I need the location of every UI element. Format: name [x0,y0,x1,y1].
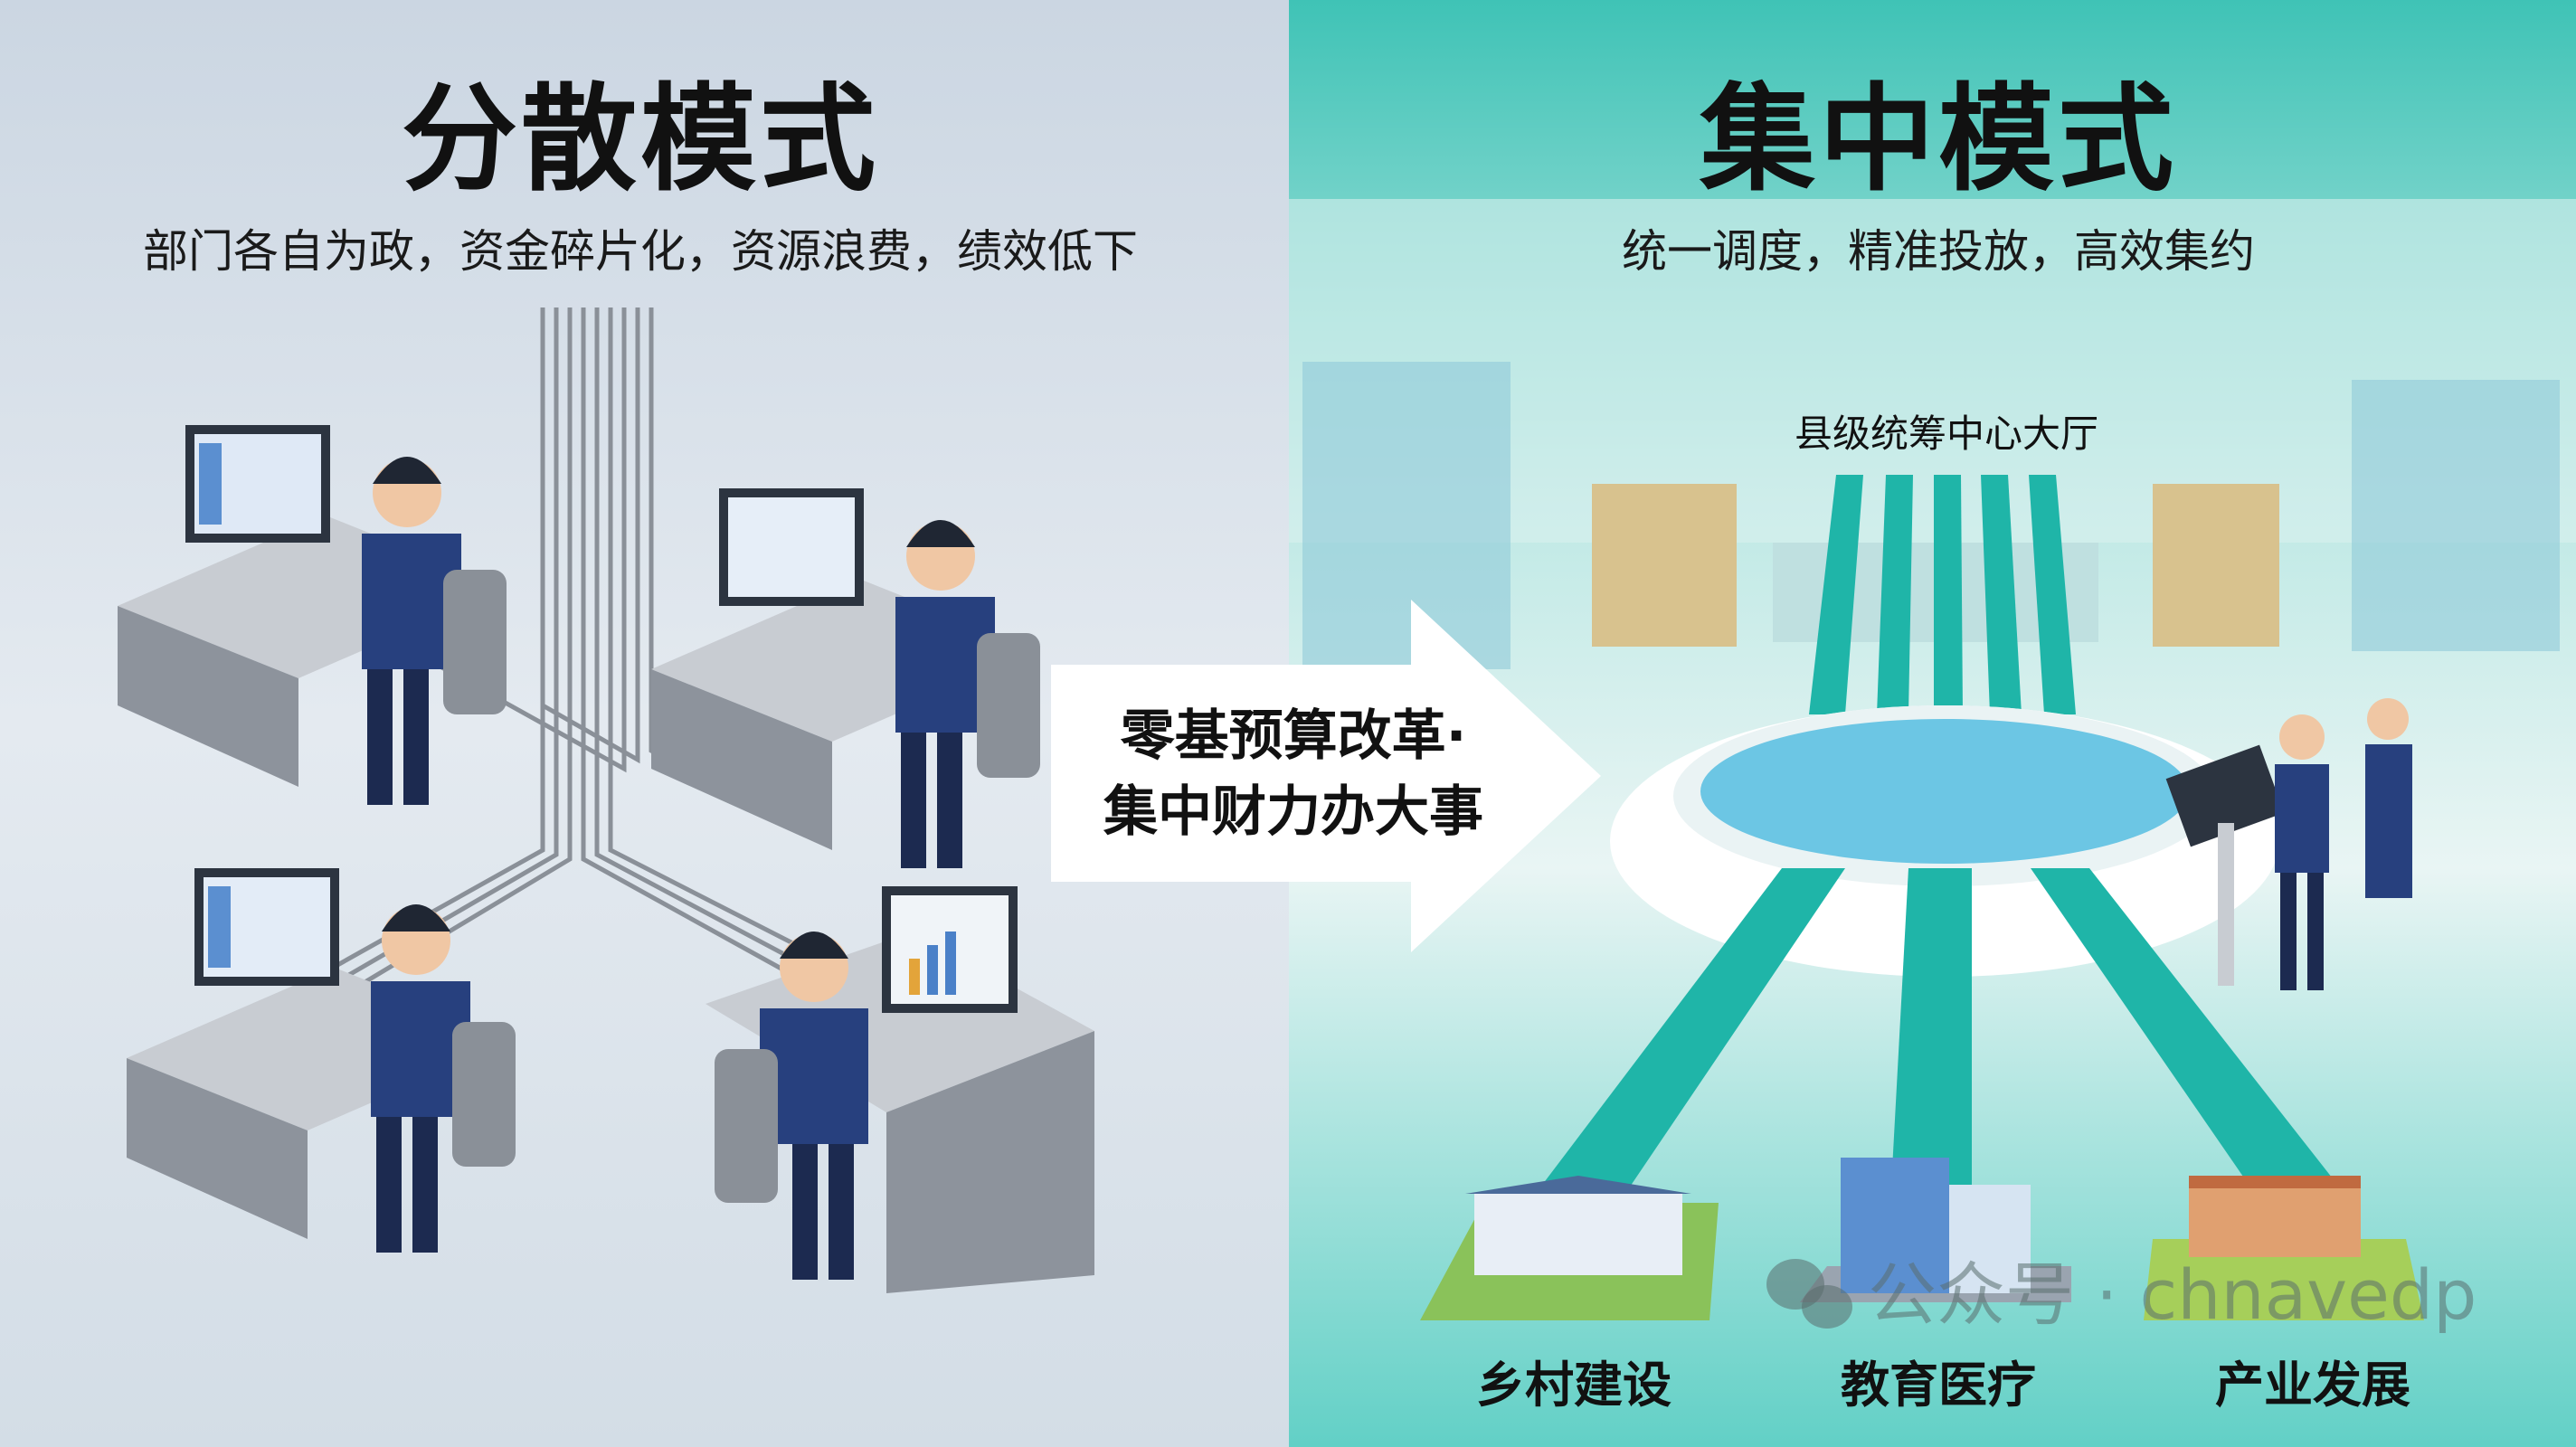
teal-streams-top [1809,475,2076,714]
workstation [127,868,516,1253]
wechat-watermark-icon [1766,1259,1852,1329]
arrow-shape [1411,600,1601,952]
workstation [651,488,1040,868]
hall-sign: 县级统筹中心大厅 [1794,411,2099,456]
destination-label: 乡村建设 [1476,1357,1672,1414]
destination-buildings [1420,1158,2424,1320]
right-subtitle: 统一调度，精准投放，高效集约 [1622,225,2255,278]
workstation [706,886,1094,1293]
destination-label: 教育医疗 [1841,1357,2036,1414]
left-title: 分散模式 [401,72,880,207]
watermark: 公众号 · chnavedp [1868,1254,2477,1335]
left-subtitle: 部门各自为政，资金碎片化，资源浪费，绩效低下 [143,225,1138,278]
center-arrow-box [1051,665,1431,882]
right-title: 集中模式 [1699,72,2178,207]
teal-streams-bottom [1529,868,2352,1203]
arrow-text-line2: 集中财力办大事 [1103,780,1483,844]
workstations [118,425,1094,1293]
arrow-text-line1: 零基预算改革· [1120,705,1467,768]
workstation [118,425,507,805]
officials-with-kiosk [2165,698,2412,990]
destination-label: 产业发展 [2215,1357,2410,1414]
